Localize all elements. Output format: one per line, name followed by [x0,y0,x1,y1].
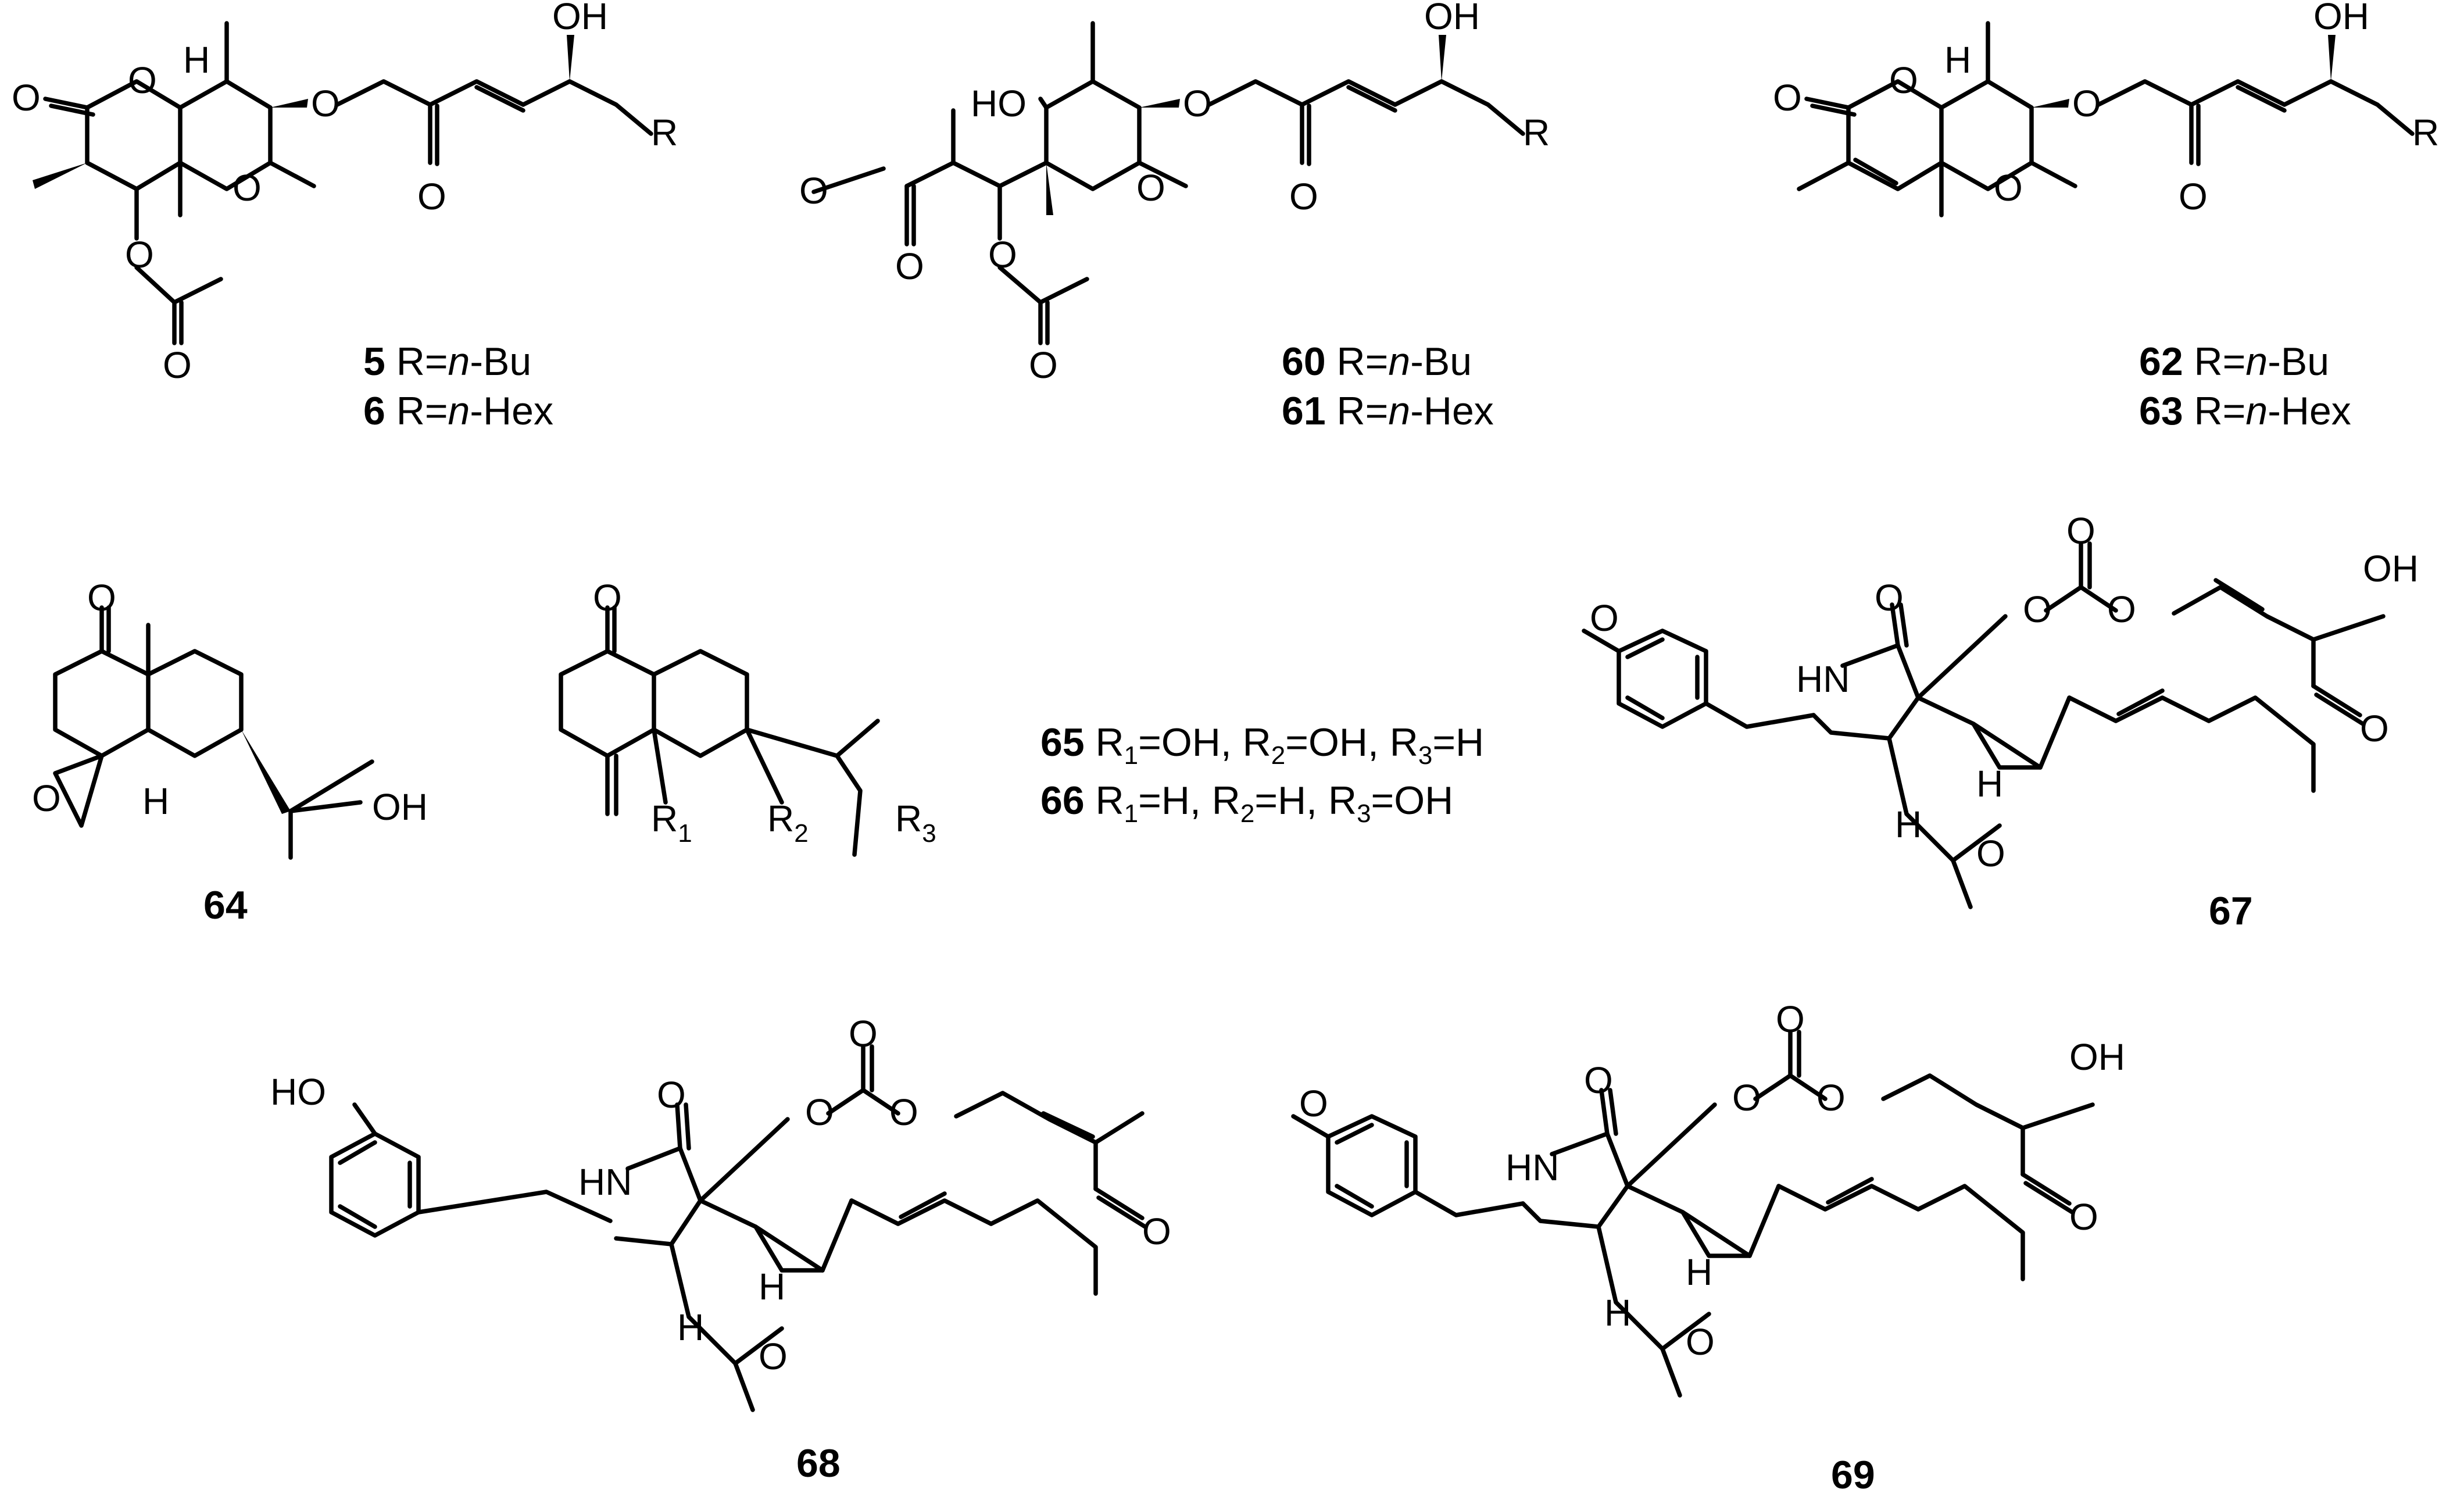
atom-O-acetoxy: O [125,234,154,276]
atom-OH: OH [372,786,428,828]
atom-O-carbonate1: O [2023,588,2052,630]
atom-O-ketone: O [2069,1196,2098,1238]
atom-O-lactam: O [1584,1059,1613,1101]
atom-O-methoxy: O [1590,597,1619,639]
atom-O-methoxy: O [799,170,828,212]
caption-65: 65 R1=OH, R2=OH, R3=H [1040,720,1484,770]
atom-HN: HN [1796,658,1850,700]
atom-O-ring: O [128,59,157,101]
atom-O-carbonyl: O [895,245,924,287]
atom-O-carbonyl: O [12,77,41,119]
caption-6: 6 R=n-Hex [363,389,553,433]
atom-O-carbonyl: O [1773,77,1802,119]
atom-O-methoxy: O [1299,1083,1328,1124]
atom-H-2: H [759,1266,785,1308]
atom-O-epoxide: O [32,777,61,819]
atom-O-carbonate1: O [805,1091,834,1133]
structure-65-66: O R1 R2 R3 65 R1=OH, R2=OH, R3=H 66 R1=H… [559,577,1484,857]
atom-R: R [1523,112,1550,153]
atom-O-ester: O [311,83,340,124]
atom-HN: HN [578,1161,632,1203]
structure-5-6: O O H O O O OH R O O 5 R=n-Bu 6 R=n-Hex [12,0,678,433]
atom-O-acetyl: O [163,344,192,386]
atom-O-acyl: O [1289,176,1318,217]
atom-H-1: H [1604,1292,1631,1334]
atom-O-ring: O [1136,167,1165,209]
caption-69: 69 [1831,1453,1875,1497]
structure-67: O HN O H H O O O O OH O 67 [1582,510,2419,933]
caption-62: 62 R=n-Bu [2139,340,2329,384]
atom-HO: HO [270,1071,326,1113]
structure-69: O HN O H H O O O O OH O 69 [1291,998,2125,1497]
atom-O-acyl: O [2179,176,2208,217]
atom-R1: R1 [651,798,692,848]
atom-HN: HN [1505,1147,1559,1188]
atom-O-lactam: O [657,1074,686,1116]
atom-R2: R2 [767,798,809,848]
atom-O-carbonate2: O [1776,998,1805,1040]
atom-O-ketone: O [87,577,116,619]
atom-H-2: H [1686,1251,1712,1293]
atom-H-1: H [677,1306,704,1348]
caption-61: 61 R=n-Hex [1282,389,1494,433]
atom-O-ester: O [2072,83,2101,124]
atom-O-ketone: O [593,577,622,619]
atom-O-carbonate3: O [2107,588,2136,630]
atom-O-ring2: O [1994,167,2023,209]
atom-O-carbonate1: O [1732,1077,1761,1119]
atom-H: H [183,39,210,81]
caption-66: 66 R1=H, R2=H, R3=OH [1040,778,1453,828]
atom-H: H [142,780,169,822]
caption-63: 63 R=n-Hex [2139,389,2351,433]
atom-O-acyl: O [417,176,446,217]
atom-HO: HO [971,83,1027,124]
atom-O-epoxide: O [1686,1321,1715,1363]
caption-5: 5 R=n-Bu [363,340,531,384]
atom-O-lactam: O [1875,577,1904,619]
caption-67: 67 [2209,889,2253,933]
atom-O-ring: O [1889,59,1918,101]
structure-60-61: HO O O O OH R O O O O 60 R=n-Bu 61 R=n-H… [799,0,1550,433]
atom-O-acetoxy: O [988,234,1017,276]
atom-H-2: H [1976,763,2003,805]
atom-O-ketone: O [2360,708,2389,749]
atom-H: H [1944,39,1971,81]
atom-O-ketone: O [1142,1210,1171,1252]
atom-O-acetyl: O [1029,344,1058,386]
atom-OH: OH [2313,0,2369,37]
atom-OH: OH [552,0,608,37]
structure-68: HO HN O H H O O O O O 68 [270,1013,1171,1485]
atom-R: R [2412,112,2439,153]
caption-68: 68 [796,1441,841,1485]
atom-OH: OH [1424,0,1480,37]
structure-64: O O H OH 64 [32,577,428,927]
atom-O-ring2: O [233,167,262,209]
atom-OH: OH [2069,1036,2125,1078]
caption-64: 64 [203,883,248,927]
atom-H-1: H [1895,803,1922,845]
atom-O-carbonate2: O [2066,510,2095,552]
atom-O-epoxide: O [1976,833,2005,874]
atom-O-ester: O [1183,83,1212,124]
atom-O-epoxide: O [759,1335,788,1377]
atom-O-carbonate3: O [889,1091,918,1133]
atom-R3: R3 [895,798,936,848]
structure-62-63: O O H O O O OH R 62 R=n-Bu 63 R=n-Hex [1773,0,2439,433]
atom-O-carbonate3: O [1816,1077,1846,1119]
atom-O-carbonate2: O [849,1013,878,1055]
atom-OH: OH [2363,548,2419,590]
caption-60: 60 R=n-Bu [1282,340,1472,384]
atom-R: R [651,112,678,153]
